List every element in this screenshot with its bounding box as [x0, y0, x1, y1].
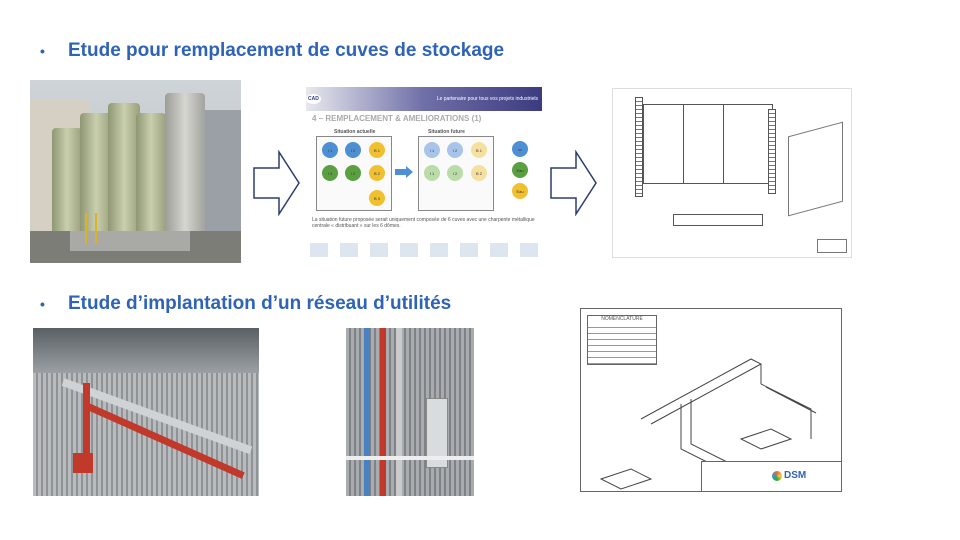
structure-drawing — [612, 88, 852, 258]
right-arrow-icon — [550, 150, 597, 216]
tank-circle: I 1 — [424, 142, 440, 158]
nomenclature-title: NOMENCLATURE — [588, 316, 656, 322]
pipe-network-photo — [33, 328, 259, 496]
bullet-marker: • — [40, 296, 45, 312]
bullet-heading-tanks: • Etude pour remplacement de cuves de st… — [40, 40, 504, 62]
right-arrow-icon — [253, 150, 300, 216]
thumbnail-strip — [310, 243, 538, 257]
tank-circle: I 3 — [322, 165, 338, 181]
pipe-isometric-lines — [599, 358, 817, 490]
slide-caption: La situation future proposée serait uniq… — [312, 217, 535, 229]
slide-header: CAD Le partenaire pour tous vos projets … — [306, 87, 542, 111]
blue-arrow-icon — [395, 166, 413, 178]
heading-text: Etude pour remplacement de cuves de stoc… — [68, 40, 505, 61]
tank-circle: B 1 — [369, 142, 385, 158]
bullet-heading-utilities: • Etude d’implantation d’un réseau d’uti… — [40, 293, 451, 315]
tank-circle: I 2 — [345, 165, 361, 181]
pipe-corridor-photo — [346, 328, 474, 496]
legend-circle: Eau — [512, 162, 528, 178]
tank-circle: I 1 — [322, 142, 338, 158]
legend-circle: xx — [512, 141, 528, 157]
slide-thumbnail: CAD Le partenaire pour tous vos projets … — [300, 83, 548, 262]
tank-circle: I 2 — [447, 142, 463, 158]
current-situation-label: Situation actuelle — [334, 129, 376, 135]
tank-circle: I 1 — [424, 165, 440, 181]
legend-circle: Eau — [512, 183, 528, 199]
slide-logo: CAD — [306, 94, 321, 104]
tank-circle: B 3 — [369, 190, 385, 206]
tank-circle: I 2 — [447, 165, 463, 181]
isometric-piping-drawing: NOMENCLATURE DSM — [580, 308, 842, 492]
storage-tanks-photo — [30, 80, 241, 263]
dsm-logo: DSM — [772, 470, 806, 481]
slide-title: 4 – REMPLACEMENT & AMELIORATIONS (1) — [312, 114, 482, 123]
tank-circle: I 2 — [345, 142, 361, 158]
tank-circle: B 2 — [369, 165, 385, 181]
heading-text: Etude d’implantation d’un réseau d’utili… — [68, 293, 452, 314]
tank-circle: B 1 — [471, 142, 487, 158]
future-situation-label: Situation future — [428, 129, 465, 135]
slide-tagline: Le partenaire pour tous vos projets indu… — [436, 96, 538, 102]
tank-circle: B 2 — [471, 165, 487, 181]
bullet-marker: • — [40, 43, 45, 59]
